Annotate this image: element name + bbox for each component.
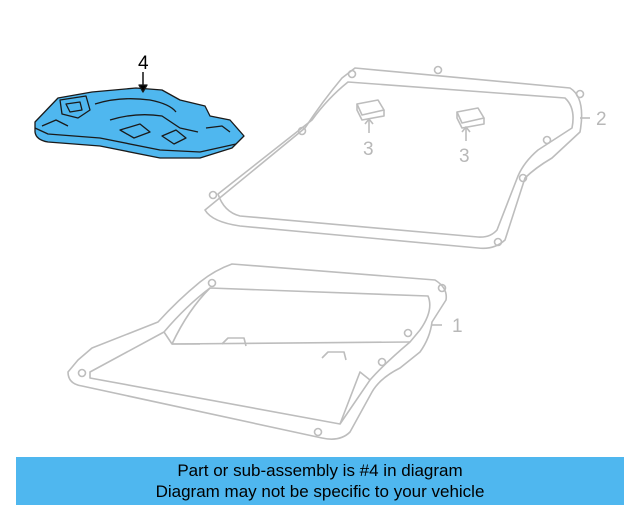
info-banner: Part or sub-assembly is #4 in diagram Di…: [16, 457, 624, 505]
banner-line-part-number: Part or sub-assembly is #4 in diagram: [177, 461, 463, 480]
pan-gasket-part[interactable]: [204, 65, 590, 250]
magnet-right-part[interactable]: [456, 107, 485, 141]
parts-diagram: 4 2 3 3 1: [34, 53, 607, 440]
magnet-left-part[interactable]: [356, 99, 385, 133]
callout-1: 1: [452, 316, 463, 337]
callout-3-right: 3: [459, 146, 470, 167]
callout-4: 4: [138, 53, 149, 74]
callout-2: 2: [596, 109, 607, 130]
callout-3-left: 3: [363, 139, 374, 160]
transmission-filter-part[interactable]: [34, 72, 245, 159]
oil-pan-part[interactable]: [67, 263, 448, 440]
banner-line-disclaimer: Diagram may not be specific to your vehi…: [155, 482, 485, 501]
